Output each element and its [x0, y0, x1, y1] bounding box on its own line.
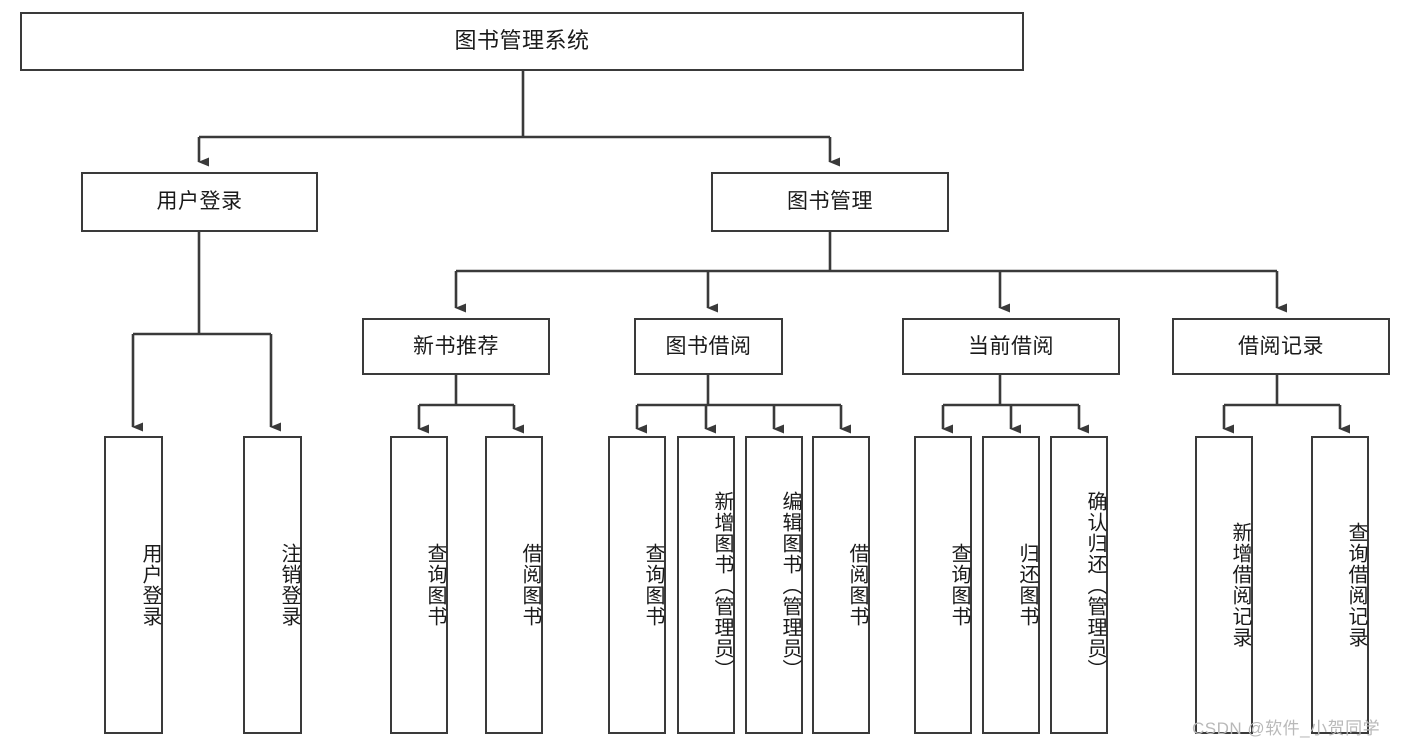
node-new-book-recommend-label: 新书推荐	[413, 334, 499, 358]
watermark-text: CSDN @软件_小贺同学	[1192, 719, 1381, 738]
node-book-management[interactable]: 图书管理	[711, 172, 949, 232]
node-borrow-record[interactable]: 借阅记录	[1172, 318, 1390, 375]
node-borrow-record-label: 借阅记录	[1238, 334, 1324, 358]
node-borrow-child-edit-book-admin-label: 编辑图书（管理员）	[779, 490, 801, 680]
node-recommend-child-borrow-book-label: 借阅图书	[519, 543, 541, 627]
node-borrow-child-query-book[interactable]: 查询图书	[608, 436, 666, 734]
node-current-child-query-book[interactable]: 查询图书	[914, 436, 972, 734]
node-borrow-child-borrow-book[interactable]: 借阅图书	[812, 436, 870, 734]
node-current-child-confirm-return-admin[interactable]: 确认归还（管理员）	[1050, 436, 1108, 734]
node-current-child-query-book-label: 查询图书	[948, 543, 970, 627]
node-borrow-child-add-book-admin-label: 新增图书（管理员）	[711, 490, 733, 680]
node-recommend-child-query-book[interactable]: 查询图书	[390, 436, 448, 734]
node-record-child-add-record-label: 新增借阅记录	[1229, 522, 1251, 648]
node-user-login-child-logout[interactable]: 注销登录	[243, 436, 302, 734]
node-recommend-child-borrow-book[interactable]: 借阅图书	[485, 436, 543, 734]
node-record-child-add-record[interactable]: 新增借阅记录	[1195, 436, 1253, 734]
node-recommend-child-query-book-label: 查询图书	[424, 543, 446, 627]
node-user-login-label: 用户登录	[156, 190, 243, 214]
node-user-login-child-login-label: 用户登录	[139, 543, 161, 627]
node-book-borrow[interactable]: 图书借阅	[634, 318, 783, 375]
node-current-child-return-book[interactable]: 归还图书	[982, 436, 1040, 734]
node-current-borrow[interactable]: 当前借阅	[902, 318, 1120, 375]
node-current-child-confirm-return-admin-label: 确认归还（管理员）	[1084, 490, 1106, 680]
node-borrow-child-query-book-label: 查询图书	[642, 543, 664, 627]
node-new-book-recommend[interactable]: 新书推荐	[362, 318, 550, 375]
node-book-management-label: 图书管理	[787, 190, 873, 214]
node-user-login-child-login[interactable]: 用户登录	[104, 436, 163, 734]
node-record-child-query-record[interactable]: 查询借阅记录	[1311, 436, 1369, 734]
node-book-borrow-label: 图书借阅	[665, 334, 752, 358]
node-borrow-child-add-book-admin[interactable]: 新增图书（管理员）	[677, 436, 735, 734]
node-user-login-child-logout-label: 注销登录	[278, 543, 300, 627]
node-current-borrow-label: 当前借阅	[968, 334, 1054, 358]
node-record-child-query-record-label: 查询借阅记录	[1345, 522, 1367, 648]
node-borrow-child-borrow-book-label: 借阅图书	[846, 543, 868, 627]
node-root-system[interactable]: 图书管理系统	[20, 12, 1024, 71]
node-current-child-return-book-label: 归还图书	[1016, 543, 1038, 627]
node-user-login[interactable]: 用户登录	[81, 172, 318, 232]
node-root-system-label: 图书管理系统	[454, 28, 590, 54]
node-borrow-child-edit-book-admin[interactable]: 编辑图书（管理员）	[745, 436, 803, 734]
